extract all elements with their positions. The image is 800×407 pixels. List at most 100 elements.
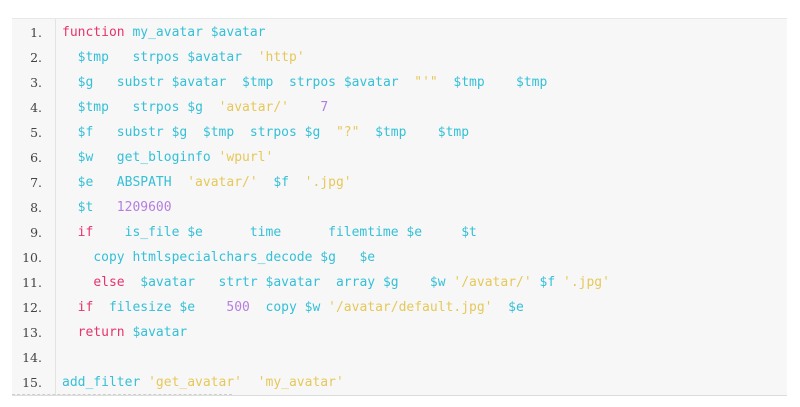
code-token: $w xyxy=(429,275,446,290)
code-token: $tmp xyxy=(242,75,274,90)
code-token: strpos xyxy=(108,100,188,115)
line-number: 14. xyxy=(22,350,42,365)
code-token: 500 xyxy=(226,300,250,315)
code-token: $e xyxy=(359,250,376,265)
code-token xyxy=(93,200,116,215)
code-token: 'wpurl' xyxy=(218,150,274,165)
line-number: 12. xyxy=(22,300,42,315)
code-token: $avatar xyxy=(132,325,188,340)
code-line: 10. copy htmlspecialchars_decode $g $e xyxy=(12,245,787,270)
code-token: 7 xyxy=(320,100,329,115)
code-text: if is_file $e time filemtime $e $t xyxy=(62,220,477,245)
code-line: 2. $tmp strpos $avatar 'http' xyxy=(12,45,787,70)
code-line: 15.add_filter 'get_avatar' 'my_avatar' xyxy=(12,370,787,395)
code-token: $tmp xyxy=(202,125,235,140)
code-text: $tmp strpos $g 'avatar/' 7 xyxy=(62,95,329,120)
code-token: 'avatar/' xyxy=(187,175,258,190)
code-line: 8. $t 1209600 xyxy=(12,195,787,220)
code-token: $g xyxy=(187,100,203,115)
code-token: if xyxy=(77,300,94,315)
code-token: 'my_avatar' xyxy=(257,375,344,390)
code-token: $avatar xyxy=(343,75,399,90)
code-token: filesize xyxy=(93,300,180,315)
code-token: $e xyxy=(77,175,94,190)
code-token xyxy=(289,100,320,115)
code-text: else $avatar strtr $avatar array $g $w '… xyxy=(62,270,610,295)
code-token: $e xyxy=(187,225,203,240)
code-token: 'get_avatar' xyxy=(148,375,243,390)
line-number: 9. xyxy=(30,225,42,240)
code-token xyxy=(422,225,461,240)
code-token xyxy=(320,300,328,315)
line-number: 6. xyxy=(30,150,42,165)
code-line: 4. $tmp strpos $g 'avatar/' 7 xyxy=(12,95,787,120)
code-token: $g xyxy=(77,75,94,90)
code-token: return xyxy=(77,325,125,340)
code-token xyxy=(195,300,226,315)
code-text: $t 1209600 xyxy=(62,195,172,220)
code-token xyxy=(406,125,437,140)
code-token: strpos xyxy=(273,75,344,90)
code-token: strtr xyxy=(195,275,266,290)
code-line: 3. $g substr $avatar $tmp strpos $avatar… xyxy=(12,70,787,95)
code-token: $g xyxy=(304,125,321,140)
code-token: $f xyxy=(77,125,94,140)
code-line: 9. if is_file $e time filemtime $e $t xyxy=(12,220,787,245)
code-token: $g xyxy=(171,125,188,140)
code-text: if filesize $e 500 copy $w '/avatar/defa… xyxy=(62,295,524,320)
code-line: 7. $e ABSPATH 'avatar/' $f '.jpg' xyxy=(12,170,787,195)
code-token: copy htmlspecialchars_decode xyxy=(93,250,321,265)
code-token: $t xyxy=(461,225,477,240)
code-token: strpos xyxy=(108,50,188,65)
code-text: add_filter 'get_avatar' 'my_avatar' xyxy=(62,370,344,395)
code-token: 'http' xyxy=(257,50,305,65)
code-token: else xyxy=(93,275,125,290)
code-token: $avatar xyxy=(210,25,266,40)
code-token: strpos xyxy=(234,125,305,140)
code-token: $avatar xyxy=(265,275,321,290)
code-token xyxy=(485,75,516,90)
code-token: add_filter xyxy=(62,375,149,390)
line-number: 8. xyxy=(30,200,42,215)
code-token: $tmp xyxy=(516,75,548,90)
code-token xyxy=(320,125,336,140)
line-number: 11. xyxy=(22,275,42,290)
code-token: $f xyxy=(539,275,556,290)
code-token xyxy=(438,75,454,90)
code-token xyxy=(399,75,415,90)
code-token: $w xyxy=(77,150,94,165)
horizontal-scrollbar[interactable] xyxy=(12,394,232,396)
code-text: $w get_bloginfo 'wpurl' xyxy=(62,145,274,170)
code-token xyxy=(555,275,563,290)
code-token: $e xyxy=(508,300,524,315)
code-text: $g substr $avatar $tmp strpos $avatar "'… xyxy=(62,70,548,95)
code-token: $g xyxy=(382,275,399,290)
code-line: 1. function my_avatar $avatar xyxy=(12,20,787,45)
code-line: 5. $f substr $g $tmp strpos $g "?" $tmp … xyxy=(12,120,787,145)
code-token: function xyxy=(62,25,125,40)
code-token: "'" xyxy=(414,75,438,90)
line-number: 1. xyxy=(30,25,42,40)
code-text: return $avatar xyxy=(62,320,188,345)
code-token: is_file xyxy=(93,225,188,240)
code-token: time filemtime xyxy=(202,225,407,240)
code-token: $e xyxy=(406,225,423,240)
code-line: 12. if filesize $e 500 copy $w '/avatar/… xyxy=(12,295,787,320)
code-token xyxy=(203,100,219,115)
line-number: 13. xyxy=(22,325,42,340)
code-token: $t xyxy=(77,200,94,215)
code-line: 6. $w get_bloginfo 'wpurl' xyxy=(12,145,787,170)
code-token: $w xyxy=(304,300,321,315)
code-text: function my_avatar $avatar xyxy=(62,20,266,45)
code-token xyxy=(289,175,305,190)
code-token: my_avatar xyxy=(124,25,211,40)
code-token: $g xyxy=(320,250,336,265)
code-text: $e ABSPATH 'avatar/' $f '.jpg' xyxy=(62,170,352,195)
line-number-gutter xyxy=(12,19,56,395)
line-number: 7. xyxy=(30,175,42,190)
code-token: copy xyxy=(249,300,305,315)
code-token: '.jpg' xyxy=(304,175,352,190)
code-token xyxy=(359,125,375,140)
code-token: array xyxy=(320,275,383,290)
